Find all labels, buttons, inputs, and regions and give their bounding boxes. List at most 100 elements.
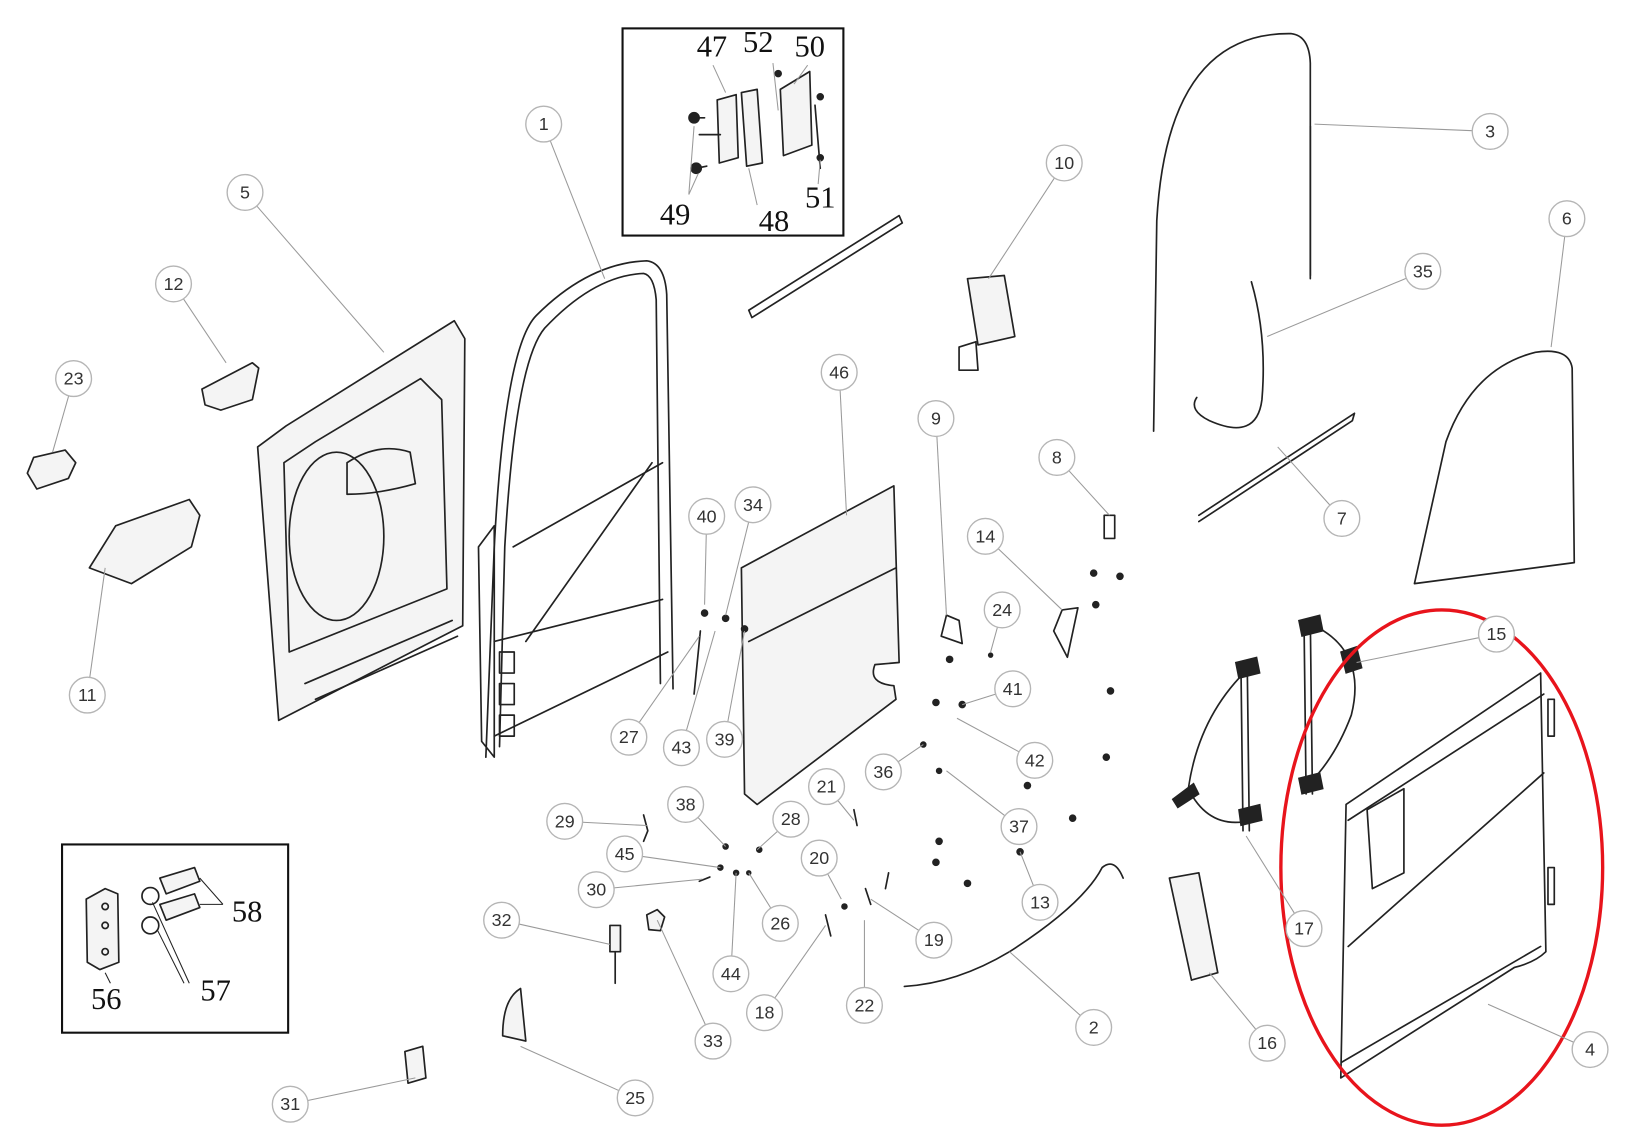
part-outer-belt-strip [1197, 412, 1356, 523]
part-door-outer-skin [1339, 672, 1556, 1079]
inset-label-48: 48 [759, 204, 789, 238]
callout-circle [1404, 252, 1442, 290]
leader-line [870, 898, 920, 931]
callout-number: 2 [1089, 1017, 1099, 1037]
leader-line [182, 298, 227, 364]
callout-circle [667, 785, 705, 824]
leader-line [1068, 470, 1110, 516]
callout-29: 29 [546, 802, 647, 840]
leader-line [697, 817, 726, 847]
callout-circle [483, 901, 521, 939]
leader-line [1314, 123, 1473, 132]
callout-35: 35 [1266, 252, 1442, 338]
callout-14: 14 [966, 517, 1063, 611]
part-belt-strip [747, 214, 904, 319]
inset-label-51: 51 [805, 181, 835, 215]
callout-circle [864, 753, 902, 791]
callout-number: 6 [1562, 209, 1572, 229]
callout-circle [154, 265, 193, 303]
callout-11: 11 [68, 567, 106, 714]
callout-circle [606, 835, 644, 873]
callout-7: 7 [1277, 446, 1361, 538]
inset-label-56: 56 [91, 982, 121, 1016]
callout-28: 28 [756, 800, 810, 851]
callout-number: 40 [697, 506, 717, 526]
callout-circle [610, 718, 648, 756]
callout-circle [745, 994, 784, 1032]
callout-circle [55, 360, 93, 398]
part-door-frame [477, 259, 674, 759]
callout-46: 46 [820, 353, 858, 516]
part-window-glass [1413, 350, 1576, 585]
callout-circle [577, 871, 615, 909]
leader-line [518, 923, 611, 945]
leader-line [946, 770, 1006, 817]
leader-line [988, 177, 1055, 279]
callout-number: 12 [164, 274, 184, 294]
callout-5: 5 [226, 173, 385, 353]
callout-42: 42 [956, 717, 1054, 779]
part-exterior-handle [501, 987, 527, 1042]
callout-27: 27 [610, 635, 700, 756]
callout-circle [1045, 144, 1083, 182]
callout-22: 22 [845, 920, 883, 1024]
callout-circle [694, 1022, 732, 1060]
leader-line [990, 627, 998, 653]
inset-label-52: 52 [743, 25, 773, 59]
callout-circle [820, 353, 858, 391]
callout-13: 13 [1019, 851, 1059, 921]
callout-number: 7 [1337, 508, 1347, 528]
callout-number: 30 [586, 880, 606, 900]
callout-32: 32 [483, 901, 611, 945]
callout-circle [1571, 1030, 1609, 1069]
leader-line [1019, 851, 1034, 886]
part-bracket-10 [958, 274, 1016, 372]
callout-43: 43 [662, 630, 716, 767]
callout-number: 37 [1009, 817, 1029, 837]
callout-number: 38 [676, 794, 696, 814]
callout-6: 6 [1548, 200, 1586, 348]
callout-number: 42 [1025, 750, 1045, 770]
inset-hinge-detail [621, 27, 845, 237]
part-rod [903, 863, 1124, 988]
callout-circle [983, 591, 1021, 629]
callout-number: 9 [931, 409, 941, 429]
callout-circle [525, 105, 563, 143]
leader-line [774, 925, 826, 999]
callout-34: 34 [725, 486, 772, 616]
leader-line [582, 821, 647, 827]
callout-number: 1 [539, 114, 549, 134]
callout-number: 41 [1003, 679, 1023, 699]
callout-circle [800, 839, 838, 877]
callout-circle [1477, 615, 1516, 653]
callout-number: 3 [1485, 121, 1495, 141]
part-inner-panel [740, 485, 900, 806]
leader-line [1277, 446, 1331, 506]
callout-circle [734, 486, 772, 524]
part-window-regulators [1171, 614, 1363, 832]
callout-number: 10 [1054, 153, 1074, 173]
callout-circle [226, 173, 264, 212]
leader-line [1208, 972, 1257, 1030]
callout-38: 38 [667, 785, 726, 847]
callout-number: 29 [555, 811, 575, 831]
callout-number: 23 [64, 369, 84, 389]
callout-33: 33 [656, 919, 732, 1060]
leader-line [549, 140, 606, 279]
leader-line [725, 522, 750, 616]
callout-circle [546, 802, 584, 840]
callout-number: 5 [240, 182, 250, 202]
callout-37: 37 [946, 770, 1038, 846]
callout-number: 44 [721, 964, 741, 984]
inset-label-49: 49 [660, 198, 690, 232]
leader-line [307, 1077, 416, 1102]
leader-line [1245, 835, 1295, 914]
callout-number: 13 [1030, 892, 1050, 912]
callout-45: 45 [606, 835, 721, 873]
callout-number: 14 [975, 526, 995, 546]
leader-line [89, 567, 106, 678]
leader-line [656, 919, 706, 1026]
callout-circle [808, 768, 846, 806]
